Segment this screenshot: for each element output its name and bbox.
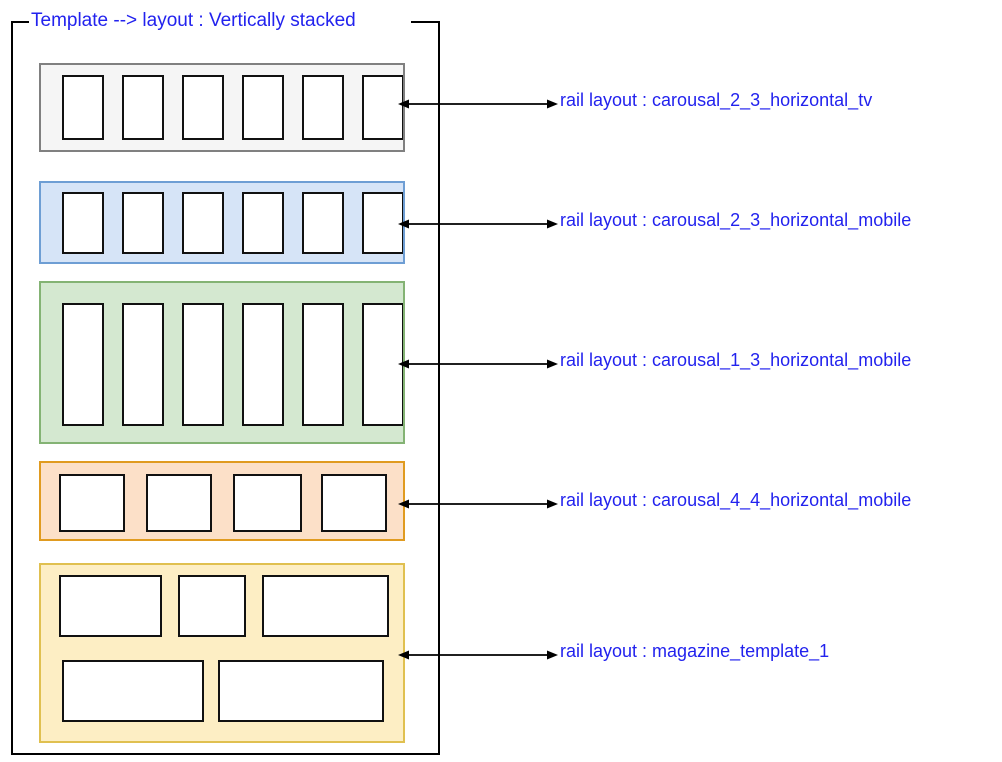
rail-carousal_4_4_horizontal_mobile[interactable] xyxy=(39,461,405,541)
rail-inner xyxy=(41,565,403,741)
rail-inner xyxy=(41,283,403,442)
callout-label-prefix: rail layout : xyxy=(560,350,653,370)
callout-label-value: carousal_4_4_horizontal_mobile xyxy=(652,490,912,510)
template-frame-top-left xyxy=(11,21,29,23)
rail-card[interactable] xyxy=(62,660,204,722)
callout-label-value: magazine_template_1 xyxy=(652,641,830,661)
rail-card[interactable] xyxy=(146,474,212,532)
callout-label-carousal_4_4_horizontal_mobile: rail layout : carousal_4_4_horizontal_mo… xyxy=(560,490,911,510)
rail-card[interactable] xyxy=(242,303,284,426)
rail-card[interactable] xyxy=(242,192,284,254)
rail-inner xyxy=(41,65,403,150)
callout-label-carousal_2_3_horizontal_tv: rail layout : carousal_2_3_horizontal_tv xyxy=(560,90,872,110)
rail-card[interactable] xyxy=(122,192,164,254)
rail-card[interactable] xyxy=(362,303,403,426)
rail-card[interactable] xyxy=(182,303,224,426)
callout-label-value: carousal_1_3_horizontal_mobile xyxy=(652,350,912,370)
callout-label-prefix: rail layout : xyxy=(560,490,653,510)
rail-card[interactable] xyxy=(302,75,344,140)
rail-card[interactable] xyxy=(233,474,302,532)
rail-card[interactable] xyxy=(242,75,284,140)
template-frame-right-edge xyxy=(438,21,440,755)
callout-label-prefix: rail layout : xyxy=(560,210,653,230)
rail-card[interactable] xyxy=(362,192,403,254)
rail-card[interactable] xyxy=(321,474,387,532)
callout-label-value: carousal_2_3_horizontal_tv xyxy=(652,90,873,110)
callout-arrow-carousal_1_3_horizontal_mobile xyxy=(398,358,558,370)
rail-card[interactable] xyxy=(59,474,125,532)
callout-label-value: carousal_2_3_horizontal_mobile xyxy=(652,210,912,230)
callout-label-prefix: rail layout : xyxy=(560,90,653,110)
rail-carousal_2_3_horizontal_tv[interactable] xyxy=(39,63,405,152)
rail-card[interactable] xyxy=(178,575,246,637)
rail-card[interactable] xyxy=(262,575,389,637)
rail-magazine_template_1[interactable] xyxy=(39,563,405,743)
callout-label-carousal_2_3_horizontal_mobile: rail layout : carousal_2_3_horizontal_mo… xyxy=(560,210,911,230)
rail-card[interactable] xyxy=(122,303,164,426)
rail-card[interactable] xyxy=(182,192,224,254)
rail-inner xyxy=(41,183,403,262)
rail-card[interactable] xyxy=(62,192,104,254)
rail-card[interactable] xyxy=(122,75,164,140)
rail-card[interactable] xyxy=(62,75,104,140)
rail-card[interactable] xyxy=(59,575,162,637)
template-frame-top-right xyxy=(411,21,440,23)
callout-arrow-carousal_2_3_horizontal_tv xyxy=(398,98,558,110)
template-frame-bottom-edge xyxy=(11,753,440,755)
callout-arrow-magazine_template_1 xyxy=(398,649,558,661)
rail-inner xyxy=(41,463,403,539)
template-title: Template --> layout : Vertically stacked xyxy=(31,10,356,31)
template-frame-left-edge xyxy=(11,21,13,755)
rail-card[interactable] xyxy=(218,660,384,722)
rail-card[interactable] xyxy=(302,303,344,426)
rail-card[interactable] xyxy=(302,192,344,254)
rail-carousal_1_3_horizontal_mobile[interactable] xyxy=(39,281,405,444)
callout-label-prefix: rail layout : xyxy=(560,641,653,661)
rail-card[interactable] xyxy=(62,303,104,426)
rail-carousal_2_3_horizontal_mobile[interactable] xyxy=(39,181,405,264)
rail-card[interactable] xyxy=(362,75,403,140)
callout-label-carousal_1_3_horizontal_mobile: rail layout : carousal_1_3_horizontal_mo… xyxy=(560,350,911,370)
rail-card[interactable] xyxy=(182,75,224,140)
callout-label-magazine_template_1: rail layout : magazine_template_1 xyxy=(560,641,829,661)
callout-arrow-carousal_2_3_horizontal_mobile xyxy=(398,218,558,230)
callout-arrow-carousal_4_4_horizontal_mobile xyxy=(398,498,558,510)
